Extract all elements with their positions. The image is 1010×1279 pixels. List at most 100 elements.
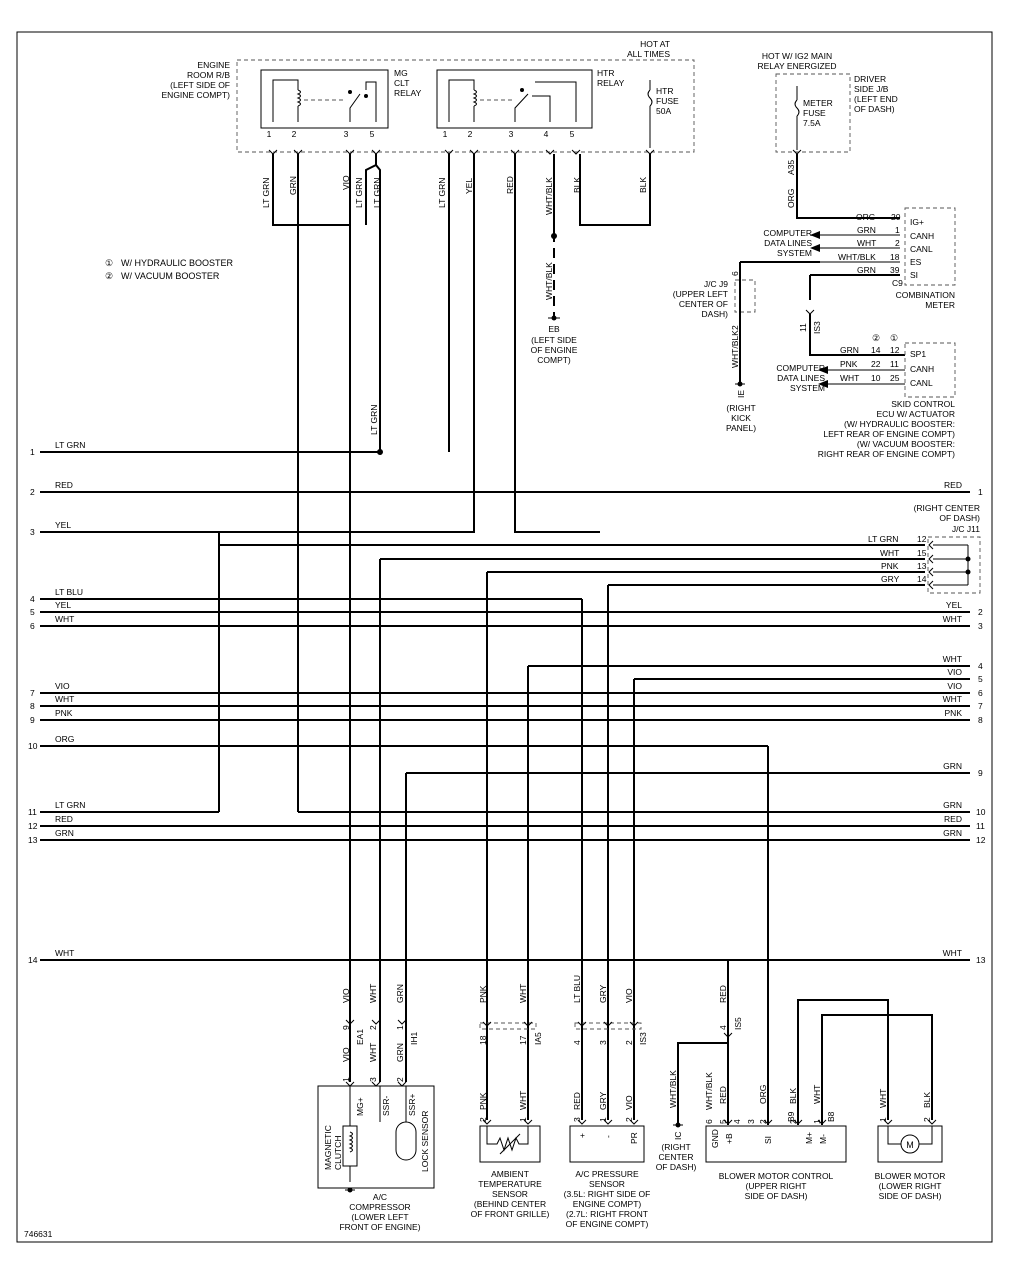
svg-text:RELAY ENERGIZED: RELAY ENERGIZED	[757, 61, 836, 71]
is3-lower-connector-box	[574, 1022, 642, 1030]
hot-ig2-label: HOT W/ IG2 MAIN RELAY ENERGIZED	[757, 51, 836, 71]
svg-text:WHT: WHT	[943, 694, 962, 704]
svg-text:GND: GND	[710, 1129, 720, 1148]
ic-ground-label: (RIGHT CENTER OF DASH)	[656, 1142, 697, 1172]
svg-text:(LOWER LEFT: (LOWER LEFT	[351, 1212, 408, 1222]
svg-text:RED: RED	[55, 480, 73, 490]
svg-text:GRY: GRY	[881, 574, 900, 584]
svg-text:SIDE OF DASH): SIDE OF DASH)	[879, 1191, 942, 1201]
svg-text:RED: RED	[505, 176, 515, 194]
svg-text:LT GRN: LT GRN	[437, 178, 447, 208]
is3-wire	[809, 314, 905, 356]
svg-text:GRN: GRN	[943, 761, 962, 771]
svg-text:M: M	[906, 1140, 914, 1150]
jc9-wire-label: WHT/BLK	[730, 330, 740, 368]
svg-text:M+: M+	[804, 1132, 814, 1144]
blower-control-name: BLOWER MOTOR CONTROL (UPPER RIGHT SIDE O…	[719, 1171, 834, 1201]
svg-text:WHT: WHT	[943, 948, 962, 958]
svg-text:ENGINE: ENGINE	[197, 60, 230, 70]
is3-connector	[805, 309, 815, 315]
top-wire-labels: LT GRN GRN VIO LT GRN LT GRN LT GRN YEL …	[261, 175, 648, 215]
svg-text:1: 1	[878, 1117, 888, 1122]
svg-text:ORG: ORG	[856, 212, 875, 222]
ie-ground-label: (RIGHT KICK PANEL)	[726, 403, 756, 433]
svg-text:(3.5L: RIGHT SIDE OF: (3.5L: RIGHT SIDE OF	[564, 1189, 651, 1199]
svg-text:SI: SI	[910, 270, 918, 280]
svg-text:OF DASH): OF DASH)	[656, 1162, 697, 1172]
svg-text:SYSTEM: SYSTEM	[777, 248, 812, 258]
svg-text:ALL TIMES: ALL TIMES	[627, 49, 670, 59]
svg-text:OF DASH): OF DASH)	[854, 104, 895, 114]
svg-text:COMPUTER: COMPUTER	[776, 363, 825, 373]
svg-text:18: 18	[478, 1035, 488, 1045]
skid-ecu-box	[904, 342, 956, 398]
svg-text:HOT AT: HOT AT	[640, 39, 670, 49]
svg-text:OF FRONT GRILLE): OF FRONT GRILLE)	[471, 1209, 550, 1219]
svg-text:WHT: WHT	[55, 614, 74, 624]
svg-text:WHT: WHT	[812, 1085, 822, 1104]
combo-meter-name: COMBINATION METER	[896, 290, 955, 310]
svg-text:+B: +B	[724, 1133, 734, 1144]
svg-text:12: 12	[917, 534, 927, 544]
a35-label: A35	[786, 160, 796, 175]
svg-text:11: 11	[976, 821, 985, 831]
svg-text:8: 8	[978, 715, 983, 725]
svg-text:1: 1	[30, 447, 35, 457]
svg-text:WHT: WHT	[518, 1091, 528, 1110]
svg-text:CLT: CLT	[394, 78, 409, 88]
svg-text:(W/ HYDRAULIC BOOSTER:: (W/ HYDRAULIC BOOSTER:	[844, 419, 955, 429]
svg-text:OF DASH): OF DASH)	[939, 513, 980, 523]
svg-text:10: 10	[976, 807, 986, 817]
left-row-labels: 1 LT GRN 2 RED 3 YEL 4 LT BLU 5 YEL 6 WH…	[28, 440, 85, 965]
eb-ground-label: EB (LEFT SIDE OF ENGINE COMPT)	[531, 324, 578, 365]
svg-text:15: 15	[917, 548, 927, 558]
svg-text:GRN: GRN	[395, 984, 405, 1003]
svg-text:WHT/BLK: WHT/BLK	[704, 1072, 714, 1110]
svg-text:13: 13	[976, 955, 986, 965]
svg-text:MG+: MG+	[355, 1097, 365, 1116]
org-label: ORG	[786, 189, 796, 208]
svg-text:BLK: BLK	[638, 177, 648, 193]
jc11-label: (RIGHT CENTER OF DASH) J/C J11	[914, 503, 981, 534]
svg-text:SENSOR: SENSOR	[492, 1189, 528, 1199]
svg-text:WHT: WHT	[55, 948, 74, 958]
svg-text:C9: C9	[892, 278, 903, 288]
svg-text:25: 25	[890, 373, 900, 383]
svg-text:2: 2	[758, 1119, 768, 1124]
svg-text:J/C J11: J/C J11	[952, 524, 980, 534]
svg-text:1: 1	[395, 1025, 405, 1030]
svg-text:ORG: ORG	[55, 734, 74, 744]
compressor-ground	[345, 1187, 355, 1193]
svg-text:(W/ VACUUM BOOSTER:: (W/ VACUUM BOOSTER:	[857, 439, 955, 449]
bottom-vertical-wires	[349, 559, 933, 1125]
svg-text:WHT: WHT	[880, 548, 899, 558]
compressor-box	[317, 1085, 435, 1189]
svg-text:CENTER OF: CENTER OF	[679, 299, 728, 309]
svg-text:2: 2	[978, 607, 983, 617]
svg-text:②: ②	[105, 271, 113, 281]
svg-text:COMBINATION: COMBINATION	[896, 290, 955, 300]
svg-text:SIDE OF DASH): SIDE OF DASH)	[745, 1191, 808, 1201]
skid-computer-label: COMPUTER DATA LINES SYSTEM	[776, 363, 825, 393]
combo-meter-box	[904, 207, 956, 286]
svg-text:VIO: VIO	[341, 1047, 351, 1062]
svg-text:RED: RED	[944, 814, 962, 824]
svg-text:PR: PR	[629, 1132, 639, 1144]
svg-text:RED: RED	[944, 480, 962, 490]
ambient-sensor-box	[479, 1125, 541, 1163]
hot-at-all-times-label: HOT AT ALL TIMES	[627, 39, 670, 59]
svg-text:PANEL): PANEL)	[726, 423, 756, 433]
svg-text:J/C J9: J/C J9	[704, 279, 728, 289]
blower-control-box	[705, 1125, 847, 1163]
ambient-sensor-internals	[486, 1126, 529, 1155]
svg-text:②: ②	[872, 333, 880, 343]
svg-text:LEFT REAR OF ENGINE COMPT): LEFT REAR OF ENGINE COMPT)	[823, 429, 955, 439]
svg-text:WHT: WHT	[943, 654, 962, 664]
svg-text:1: 1	[895, 225, 900, 235]
svg-text:WHT: WHT	[878, 1089, 888, 1108]
svg-text:+: +	[577, 1133, 587, 1138]
svg-text:(RIGHT CENTER: (RIGHT CENTER	[914, 503, 980, 513]
svg-text:2: 2	[30, 487, 35, 497]
driver-jb-label: DRIVER SIDE J/B (LEFT END OF DASH)	[854, 74, 898, 114]
svg-text:LT GRN: LT GRN	[868, 534, 898, 544]
